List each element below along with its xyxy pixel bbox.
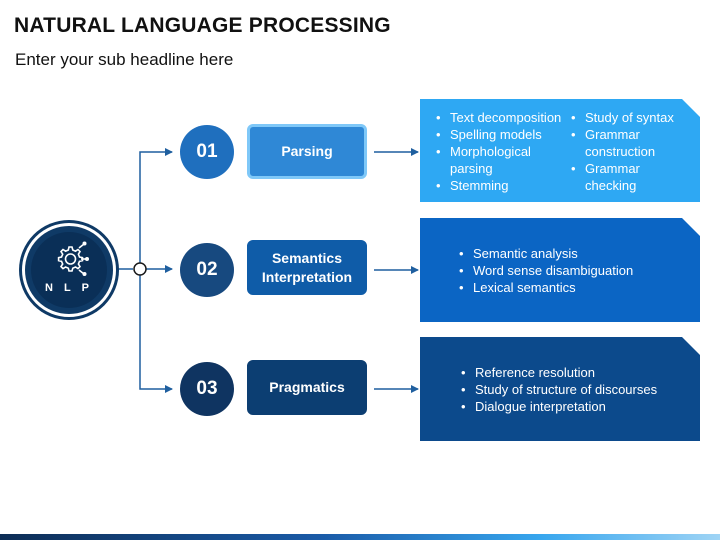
step-01-label: Parsing	[281, 143, 333, 159]
step-03-pill: Pragmatics	[247, 360, 367, 415]
list-item: Reference resolution	[461, 364, 696, 381]
step-02-label: Semantics Interpretation	[261, 249, 353, 285]
step-01-pill: Parsing	[247, 124, 367, 179]
list-item: Text decomposition	[436, 109, 576, 126]
page-subtitle: Enter your sub headline here	[15, 50, 234, 69]
list-item: Study of syntax	[571, 109, 693, 126]
nlp-hub: N L P	[22, 223, 116, 317]
step-01-list-2: Study of syntax Grammar construction Gra…	[571, 109, 693, 194]
step-03-number: 03	[180, 362, 234, 416]
nlp-hub-label: N L P	[45, 282, 93, 294]
list-item: Stemming	[436, 177, 576, 194]
step-02-details: Semantic analysis Word sense disambiguat…	[420, 218, 700, 322]
list-item: Semantic analysis	[459, 245, 689, 262]
list-item: Lexical semantics	[459, 279, 689, 296]
step-03-list: Reference resolution Study of structure …	[461, 364, 696, 415]
branch-01-connector	[139, 148, 173, 269]
bottom-accent-bar	[0, 534, 720, 540]
step-02-pill: Semantics Interpretation	[247, 240, 367, 295]
step-01-number: 01	[180, 125, 234, 179]
step-01-details: Text decomposition Spelling models Morph…	[420, 99, 700, 202]
step-01-list-1: Text decomposition Spelling models Morph…	[436, 109, 576, 194]
list-item: Word sense disambiguation	[459, 262, 689, 279]
list-item: Dialogue interpretation	[461, 398, 696, 415]
list-item: Spelling models	[436, 126, 576, 143]
step-03-details: Reference resolution Study of structure …	[420, 337, 700, 441]
gear-network-icon	[57, 241, 89, 276]
list-item: Study of structure of discourses	[461, 381, 696, 398]
list-item: Grammar checking	[571, 160, 693, 194]
junction-node	[133, 262, 147, 276]
list-item: Morphological parsing	[436, 143, 576, 177]
list-item: Grammar construction	[571, 126, 693, 160]
step-03-label: Pragmatics	[269, 379, 345, 395]
step-02-list: Semantic analysis Word sense disambiguat…	[459, 245, 689, 296]
branch-03-connector	[139, 269, 173, 393]
step-02-number: 02	[180, 243, 234, 297]
page-title: NATURAL LANGUAGE PROCESSING	[14, 14, 391, 37]
